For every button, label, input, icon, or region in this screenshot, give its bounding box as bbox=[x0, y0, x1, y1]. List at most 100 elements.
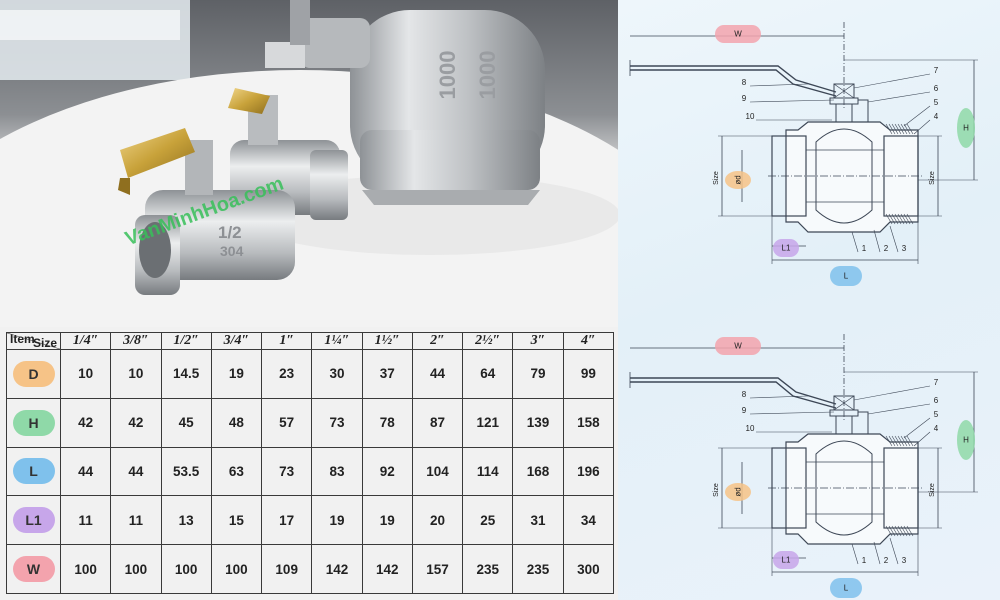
table-cell: 19 bbox=[210, 349, 263, 399]
table-cell: 31 bbox=[512, 495, 564, 546]
l-label: L bbox=[830, 578, 862, 598]
handle-line bbox=[630, 377, 837, 405]
l1-label-text: L1 bbox=[782, 556, 791, 565]
dimension-table-panel: Size Item 1/4″3/8″1/2″3/4″1″1¼″1½″2″2½″3… bbox=[0, 327, 618, 600]
part-number-2: 2 bbox=[884, 556, 889, 565]
size-header-3: 3/4″ bbox=[210, 332, 263, 350]
hatch bbox=[885, 525, 893, 537]
table-cell: 11 bbox=[110, 495, 162, 546]
w-label-text: W bbox=[734, 30, 742, 39]
table-cell: 44 bbox=[110, 446, 162, 497]
size-label-right: Size bbox=[929, 171, 936, 185]
table-cell: 92 bbox=[361, 446, 413, 497]
size-header-1: 3/8″ bbox=[110, 332, 162, 350]
size-header-0: 1/4″ bbox=[59, 332, 112, 350]
table-cell: 157 bbox=[411, 544, 464, 594]
table-cell: 15 bbox=[210, 495, 263, 546]
hatch bbox=[906, 123, 914, 135]
part-number-8: 8 bbox=[742, 390, 747, 399]
table-cell: 37 bbox=[361, 349, 413, 399]
ball-valve-photo: 1000 1000 1/2 304 VanMinhHoa.com bbox=[0, 0, 618, 327]
item-badge-d: D bbox=[12, 360, 55, 387]
table-cell: 100 bbox=[59, 544, 112, 594]
part-leader-2 bbox=[873, 541, 881, 565]
table-cell: 10 bbox=[110, 349, 162, 399]
part-leader-2 bbox=[873, 229, 881, 253]
hatch bbox=[906, 213, 914, 225]
w-label-text: W bbox=[734, 342, 742, 351]
row-item-cell: D bbox=[6, 349, 61, 399]
size-header-6: 1½″ bbox=[361, 332, 413, 350]
od-label-text: ød bbox=[734, 175, 743, 184]
part-number-3: 3 bbox=[902, 244, 907, 253]
nut-cross bbox=[833, 395, 855, 411]
table-cell: 73 bbox=[261, 446, 313, 497]
od-label: ød bbox=[725, 171, 751, 189]
table-cell: 48 bbox=[210, 397, 263, 448]
size-header-4: 1″ bbox=[261, 332, 313, 350]
part-leader-6 bbox=[867, 91, 931, 103]
part-leader-5 bbox=[903, 417, 931, 439]
hatch bbox=[885, 435, 893, 447]
small-valve-mark-size: 1/2 bbox=[218, 223, 242, 242]
h-label: H bbox=[957, 108, 975, 148]
table-cell: 114 bbox=[462, 446, 514, 497]
part-leader-1 bbox=[851, 231, 859, 253]
table-cell: 44 bbox=[411, 349, 464, 399]
w-label: W bbox=[715, 337, 761, 355]
w-label: W bbox=[715, 25, 761, 43]
table-cell: 53.5 bbox=[160, 446, 212, 497]
hatch bbox=[888, 213, 896, 225]
part-leader-1 bbox=[851, 543, 859, 565]
part-leader-7 bbox=[853, 73, 931, 89]
row-item-cell: W bbox=[6, 544, 61, 594]
table-cell: 64 bbox=[462, 349, 514, 399]
svg-text:1000: 1000 bbox=[475, 51, 500, 100]
svg-text:1000: 1000 bbox=[435, 51, 460, 100]
table-cell: 100 bbox=[160, 544, 212, 594]
l-label-text: L bbox=[844, 272, 849, 281]
hatch bbox=[891, 525, 899, 537]
part-number-9: 9 bbox=[742, 94, 747, 103]
l1-label: L1 bbox=[773, 551, 799, 569]
table-cell: 11 bbox=[59, 495, 112, 546]
table-cell: 73 bbox=[311, 397, 363, 448]
table-cell: 19 bbox=[311, 495, 363, 546]
table-cell: 10 bbox=[59, 349, 112, 399]
table-cell: 14.5 bbox=[160, 349, 212, 399]
hatch bbox=[891, 213, 899, 225]
ball bbox=[815, 128, 873, 224]
part-number-6: 6 bbox=[934, 396, 939, 405]
table-cell: 109 bbox=[261, 544, 313, 594]
dimension-table: Size Item 1/4″3/8″1/2″3/4″1″1¼″1½″2″2½″3… bbox=[6, 332, 615, 594]
table-cell: 235 bbox=[512, 544, 564, 594]
table-cell: 121 bbox=[462, 397, 514, 448]
l1-label-text: L1 bbox=[782, 244, 791, 253]
table-cell: 20 bbox=[411, 495, 464, 546]
hatch bbox=[894, 525, 902, 537]
part-leader-4 bbox=[913, 431, 931, 447]
handle-line-inner bbox=[630, 381, 837, 409]
table-cell: 78 bbox=[361, 397, 413, 448]
part-leader-5 bbox=[903, 105, 931, 127]
table-cell: 17 bbox=[261, 495, 313, 546]
part-leader-9 bbox=[749, 411, 835, 415]
hatch bbox=[897, 213, 905, 225]
hatch bbox=[903, 525, 911, 537]
h-label-text: H bbox=[963, 124, 969, 133]
small-valve: 1/2 304 bbox=[118, 128, 295, 295]
product-photo: 1000 1000 1/2 304 VanMinhHoa.com bbox=[0, 0, 618, 327]
small-valve-mark-grade: 304 bbox=[220, 243, 244, 259]
hatch bbox=[900, 123, 908, 135]
part-leader-3 bbox=[889, 225, 899, 253]
hatch bbox=[903, 435, 911, 447]
size-header-7: 2″ bbox=[411, 332, 464, 350]
table-cell: 139 bbox=[512, 397, 564, 448]
size-label-right: Size bbox=[929, 483, 936, 497]
